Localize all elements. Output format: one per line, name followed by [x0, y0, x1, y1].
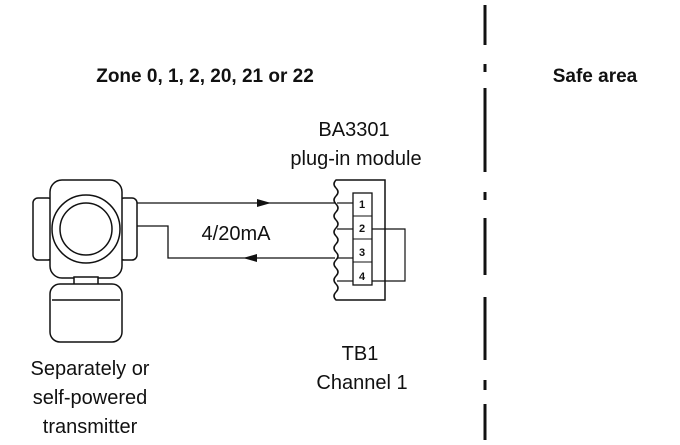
pin-stubs — [337, 202, 353, 282]
module-description: plug-in module — [290, 148, 421, 170]
module-name: BA3301 — [318, 119, 389, 141]
pin-4: 4 — [359, 271, 366, 283]
pin-1: 1 — [359, 199, 365, 211]
pin-2: 2 — [359, 223, 365, 235]
safe-area-label: Safe area — [553, 66, 638, 87]
pin-3: 3 — [359, 247, 365, 259]
transmitter-icon — [32, 179, 138, 343]
terminal-block — [333, 179, 386, 301]
terminal-link — [372, 228, 406, 282]
hazardous-zone-label: Zone 0, 1, 2, 20, 21 or 22 — [96, 66, 314, 87]
current-arrows — [243, 199, 271, 262]
transmitter-caption-line2: self-powered — [33, 387, 148, 409]
signal-label: 4/20mA — [202, 223, 272, 245]
transmitter-caption-line3: transmitter — [43, 416, 138, 438]
terminal-block-name: TB1 — [342, 343, 379, 365]
terminal-block-channel: Channel 1 — [316, 372, 407, 394]
transmitter-caption-line1: Separately or — [31, 358, 150, 380]
